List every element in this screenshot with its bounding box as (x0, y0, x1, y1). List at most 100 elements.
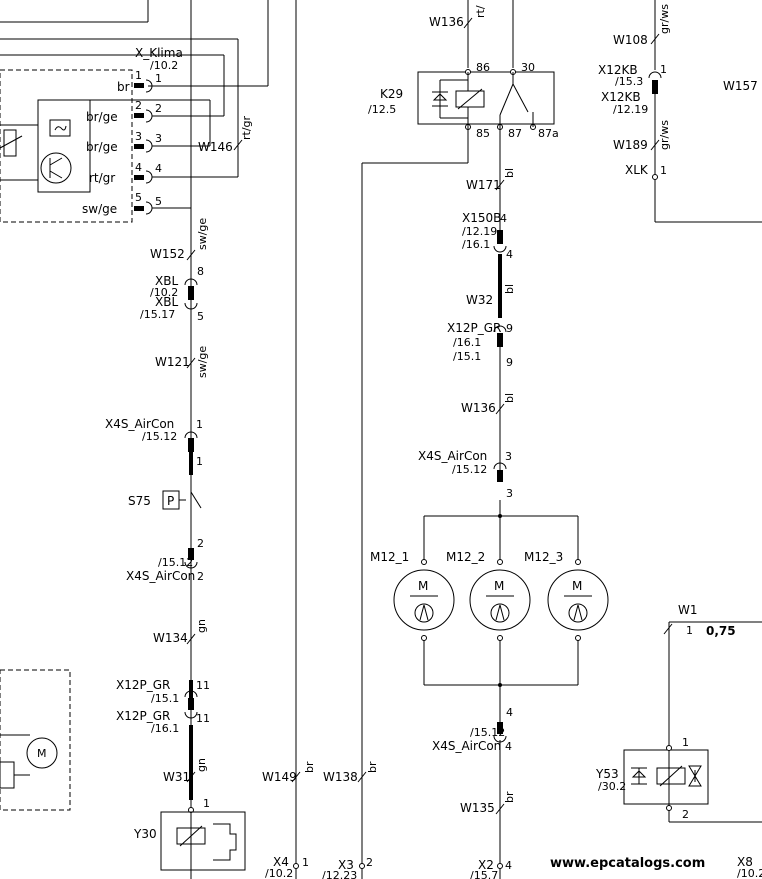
transistor-icon (40, 152, 72, 184)
wire-w189-id: W189 (613, 138, 648, 152)
k29-ref: /12.5 (368, 103, 396, 116)
motor-symbol: M (572, 579, 582, 593)
x-klima-label: X_Klima (135, 46, 183, 60)
motor-label: M12_3 (524, 550, 563, 564)
wire-w108-id: W108 (613, 33, 648, 47)
pin-number: 4 (506, 248, 513, 261)
x12p-mid-ref-1: /16.1 (453, 336, 481, 349)
motor-m12-1: M12_1 M (370, 550, 455, 641)
wire-w135-id: W135 (460, 801, 495, 815)
xbl-pin-bottom: 5 (197, 310, 204, 323)
s75-label: S75 (128, 494, 151, 508)
x4s-mid-ref: /15.12 (452, 463, 487, 476)
fan-motor-icon (393, 569, 455, 631)
relay-pin: 30 (521, 61, 535, 74)
x4s-left-label: X4S_AirCon (105, 417, 174, 431)
x8-bottom-label: X8 (737, 855, 753, 869)
x3-bottom-label: X3 (338, 858, 354, 872)
xbl-connector-icon (188, 286, 194, 300)
pin-row-5: sw/ge 5 5 (82, 191, 191, 216)
wire-w138-id: W138 (323, 770, 358, 784)
x2-bottom-ref: /15.7 (470, 869, 498, 879)
fan-motor-icon (469, 569, 531, 631)
motor-icon-small (26, 737, 58, 769)
sensor-module (37, 99, 91, 193)
wire-w171-color: bl (503, 168, 516, 178)
wire-w136-id: W136 (461, 401, 496, 415)
pin-number: 3 (135, 130, 142, 143)
pin-row-2: br/ge 2 2 (0, 54, 225, 124)
motor-symbol: M (494, 579, 504, 593)
pin-color: rt/gr (89, 171, 115, 185)
x4s-left2-label: X4S_AirCon (126, 569, 195, 583)
pin-row-4: rt/gr 4 4 (89, 161, 238, 185)
y53-label: Y53 (595, 767, 619, 781)
valve-symbol-icon (688, 765, 702, 787)
pin-number: 4 (505, 740, 512, 753)
pin-number: 2 (366, 856, 373, 869)
wire-w136-color: bl (503, 393, 516, 403)
wire-w134-id: W134 (153, 631, 188, 645)
wire-w146-id: W146 (198, 140, 233, 154)
wire-w108-color: gr/ws (658, 4, 671, 34)
x12kb-label-2: X12KB (601, 90, 641, 104)
component-box-left (0, 69, 133, 223)
solenoid-coil-icon (656, 767, 686, 785)
x4s-left2-connector-icon (188, 548, 194, 560)
pin-number: 3 (506, 487, 513, 500)
pin-number: 2 (197, 537, 204, 550)
x4s-mid2-label: X4S_AirCon (432, 739, 501, 753)
motor-label: M12_2 (446, 550, 485, 564)
wire-w149-color: br (303, 761, 316, 773)
xlk-label: XLK (625, 163, 649, 177)
pin-number: 3 (155, 132, 162, 145)
wire-w152-id: W152 (150, 247, 185, 261)
wire-w121-color: sw/ge (196, 346, 209, 378)
wire-w171-id: W171 (466, 178, 501, 192)
y30-valve-box (160, 811, 246, 871)
pin-number: 1 (686, 624, 693, 637)
x150b-ref-1: /12.19 (462, 225, 497, 238)
fan-motor-icon (547, 569, 609, 631)
x12kb-ref-2: /12.19 (613, 103, 648, 116)
x4s-left-ref: /15.12 (142, 430, 177, 443)
pin-number: 3 (505, 450, 512, 463)
svg-text:M: M (37, 747, 47, 760)
pin-number: 1 (155, 72, 162, 85)
wire-w136-top-color: rt/ (474, 5, 487, 18)
relay-pin: 87 (508, 127, 522, 140)
pin-number: 4 (505, 859, 512, 872)
pin-color: br (117, 80, 130, 94)
x8-bottom-ref: /10.2 (737, 867, 762, 879)
x150b-ref-2: /16.1 (462, 238, 490, 251)
pin-color: br/ge (86, 140, 118, 154)
x4-bottom-ref: /10.2 (265, 867, 293, 879)
wire-w136-top-id: W136 (429, 15, 464, 29)
xbl-label-1: XBL (155, 274, 178, 288)
x2-bottom-label: X2 (478, 858, 494, 872)
x150b-connector-icon (497, 230, 503, 244)
pin-number: 1 (660, 164, 667, 177)
k29-relay-box (417, 71, 555, 125)
pin-row-1: br 1 1 (117, 69, 162, 94)
wire-w121-id: W121 (155, 355, 190, 369)
x12p-mid-connector-icon (497, 333, 503, 347)
relay-coil-icon (455, 90, 485, 108)
wire-w135-color: br (503, 791, 516, 803)
s75-symbol: P (167, 494, 174, 508)
pin-number: 1 (660, 63, 667, 76)
motor-m12-3: M12_3 M (524, 550, 609, 641)
relay-pin: 87a (538, 127, 559, 140)
pin-number: 1 (302, 856, 309, 869)
pin-number: 9 (506, 322, 513, 335)
wire-w1-size: 0,75 (706, 624, 736, 638)
wire-w149-id: W149 (262, 770, 297, 784)
xbl-pin-top: 8 (197, 265, 204, 278)
x150b-label: X150B (462, 211, 501, 225)
pin-row-3: br/ge 3 3 (86, 99, 211, 154)
resistor-icon (3, 129, 17, 157)
pin-number: 5 (135, 191, 142, 204)
wire-w152-color: sw/ge (196, 218, 209, 250)
motor-symbol: M (418, 579, 428, 593)
